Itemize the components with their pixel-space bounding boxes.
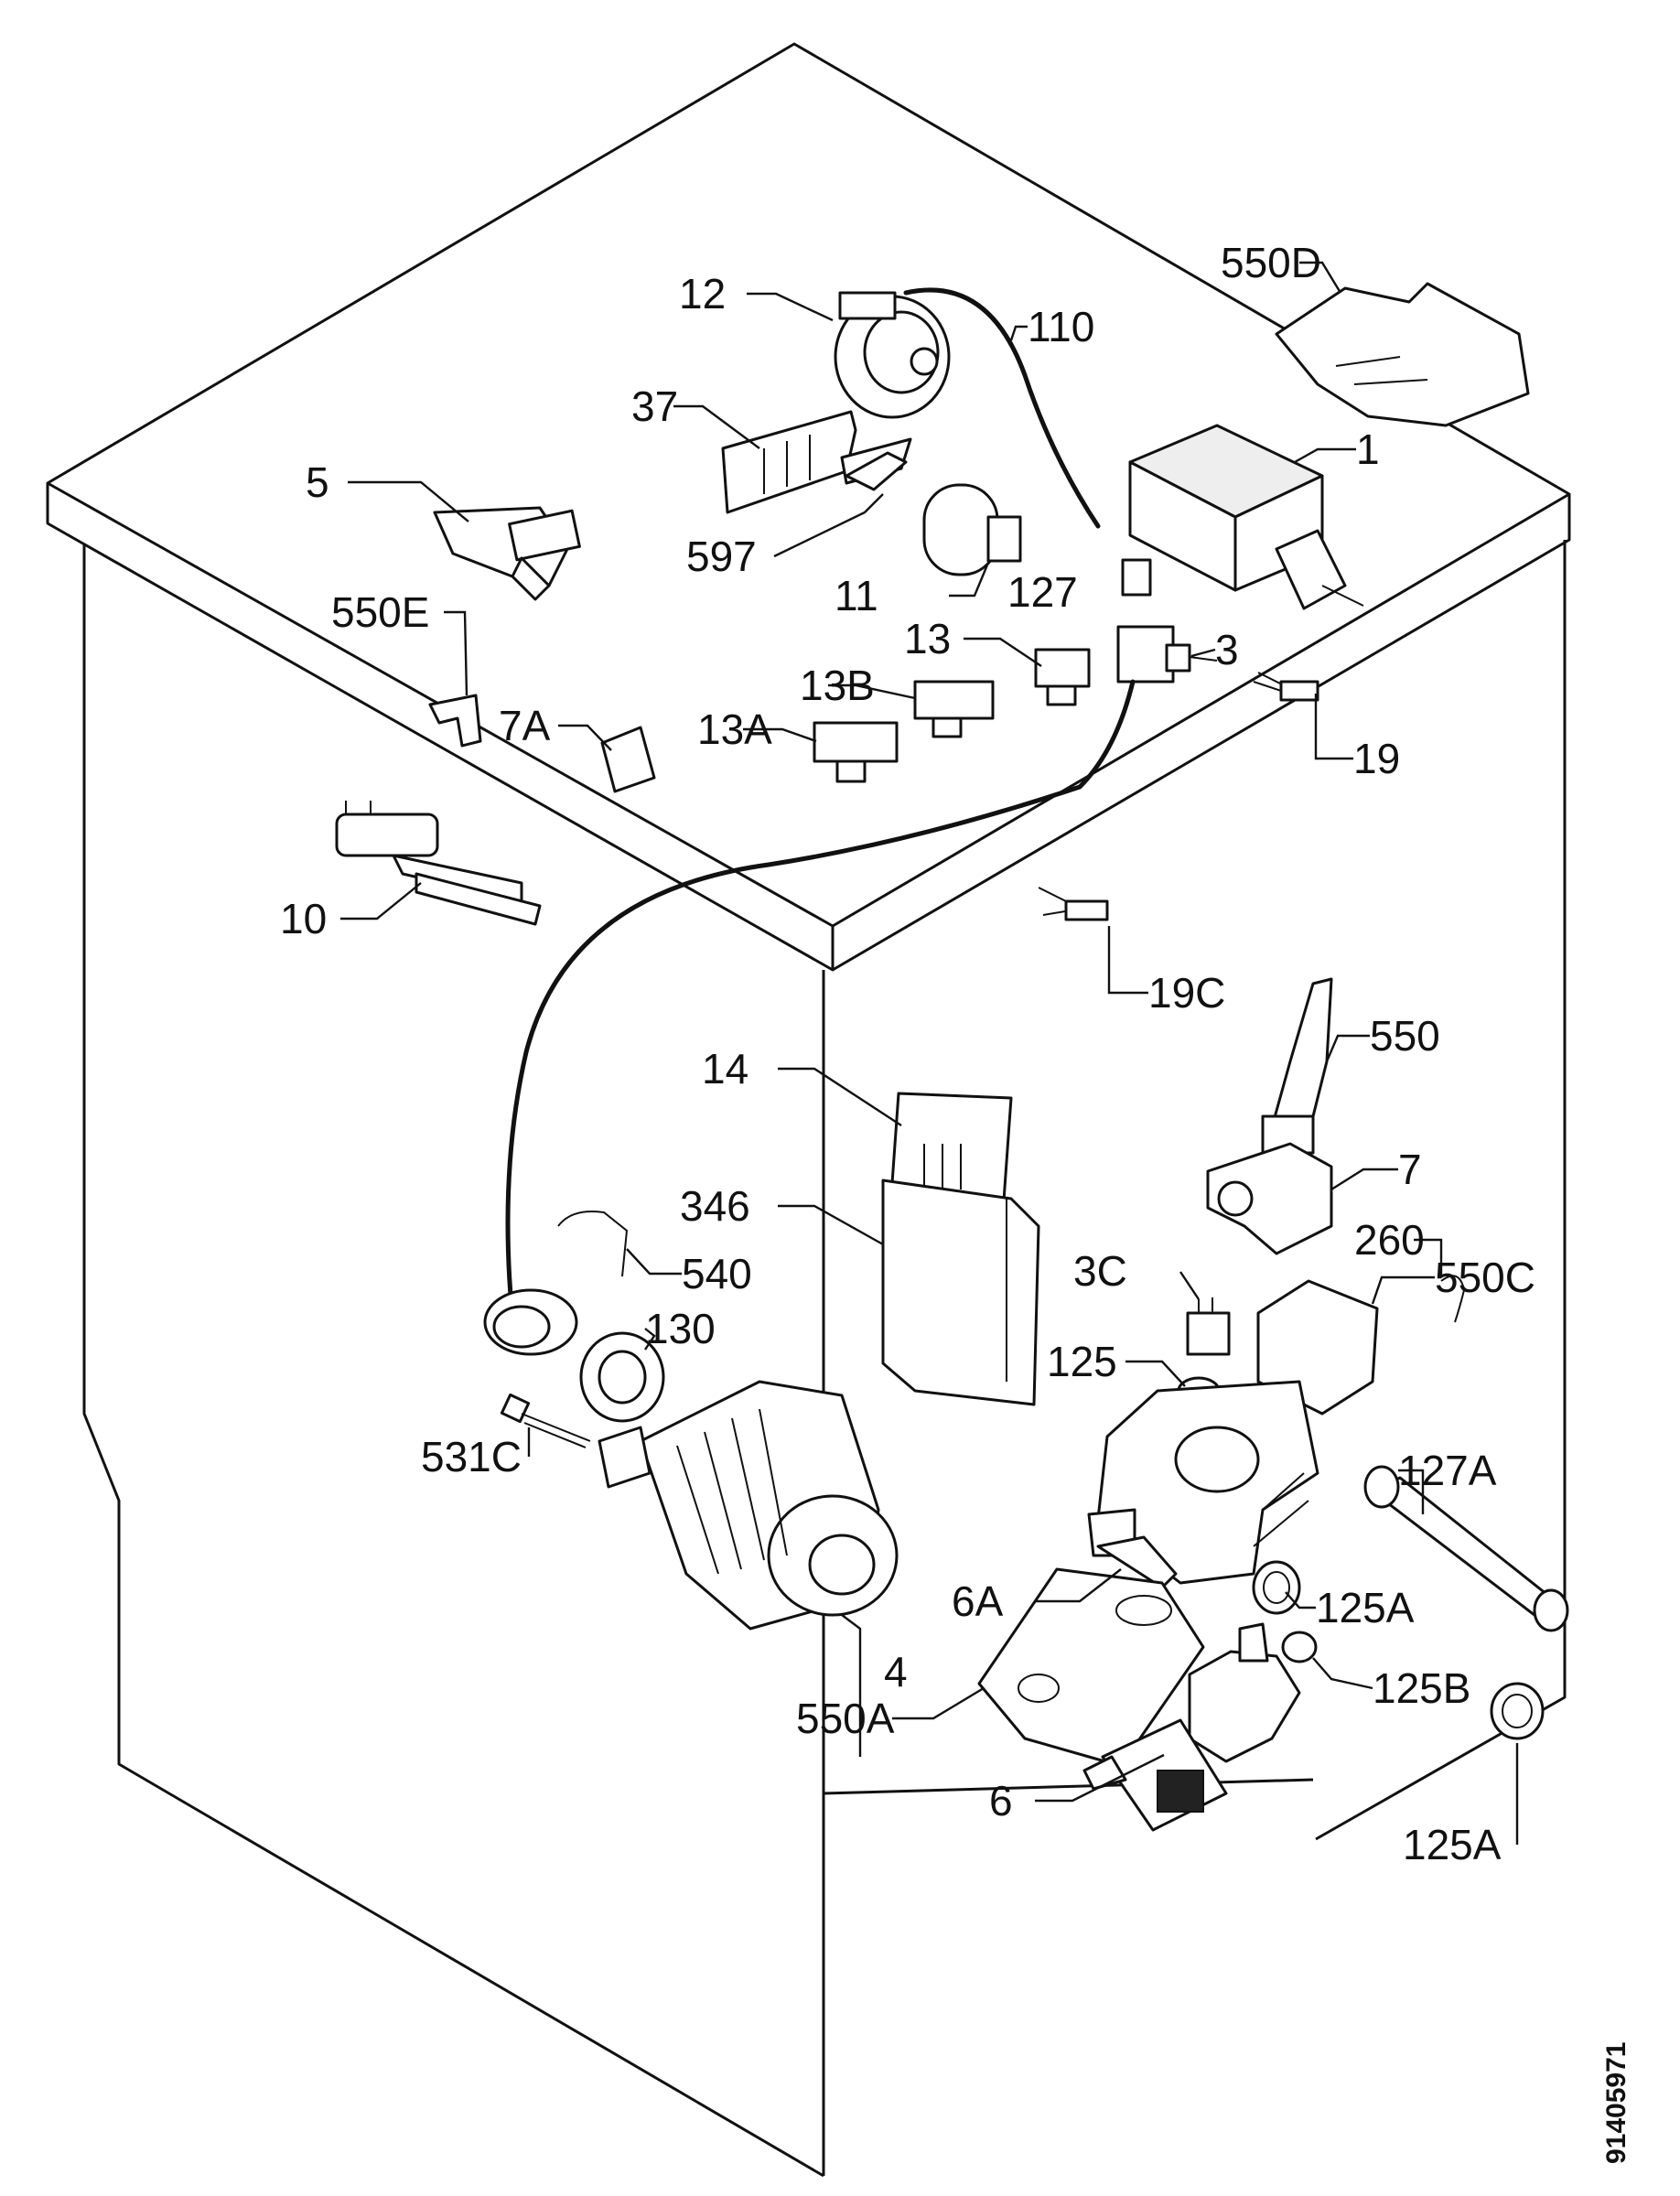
- label-550c: 550C: [1435, 1254, 1535, 1301]
- label-550a: 550A: [796, 1695, 895, 1742]
- label-260: 260: [1354, 1216, 1425, 1264]
- label-11: 11: [835, 572, 878, 619]
- part-19c-sensor: [1038, 887, 1109, 921]
- part-13-connector: [1034, 648, 1091, 706]
- label-125a-lower: 125A: [1403, 1821, 1502, 1868]
- part-550d-cover-plate: [1275, 282, 1530, 427]
- label-13a: 13A: [697, 705, 772, 753]
- part-11-capacitor: [922, 483, 1022, 576]
- leader-lines: [340, 261, 1519, 1845]
- part-19-sensor: [1253, 672, 1319, 702]
- part-550-lever: [1261, 977, 1333, 1155]
- part-125b-ring: [1281, 1631, 1318, 1663]
- part-130-seal: [579, 1331, 665, 1423]
- label-3c: 3C: [1073, 1247, 1127, 1295]
- part-346-filter-box: [881, 1179, 1040, 1406]
- callout-labels: 1 3 3C 4 5 6 6A 7 7A 10 11 12 13 13A 13B…: [280, 239, 1535, 1868]
- part-125a-seal-upper: [1252, 1560, 1301, 1615]
- label-13b: 13B: [800, 662, 875, 709]
- part-550c-cover: [1256, 1279, 1379, 1416]
- label-7: 7: [1398, 1146, 1422, 1193]
- label-7a: 7A: [499, 702, 551, 749]
- label-540: 540: [682, 1250, 752, 1297]
- label-127a: 127A: [1398, 1447, 1497, 1494]
- part-12-programme-knob: [834, 291, 951, 419]
- label-12: 12: [679, 270, 726, 318]
- part-1-timer: [1128, 424, 1364, 610]
- part-5-inlet-valve: [433, 506, 581, 601]
- label-6: 6: [989, 1777, 1013, 1825]
- label-5: 5: [306, 458, 329, 506]
- part-grommet: [483, 1288, 578, 1356]
- label-1: 1: [1356, 425, 1380, 473]
- label-10: 10: [280, 895, 327, 942]
- label-6a: 6A: [952, 1577, 1004, 1625]
- part-110-hose: [903, 287, 1101, 529]
- part-6a-bracket: [1096, 1535, 1178, 1589]
- part-7a-microswitch: [600, 726, 656, 793]
- part-597-clip: [845, 451, 908, 491]
- label-550: 550: [1370, 1012, 1440, 1060]
- part-127-bush: [1121, 558, 1152, 597]
- label-531c: 531C: [421, 1433, 522, 1480]
- label-13: 13: [904, 615, 951, 662]
- part-3c-pressure-switch: [1186, 1297, 1231, 1356]
- part-540-clip: [557, 1211, 629, 1277]
- label-3: 3: [1215, 626, 1239, 673]
- part-13b-connector: [913, 680, 995, 738]
- part-10-heating-element: [335, 801, 542, 926]
- part-4-motor: [598, 1380, 899, 1631]
- label-597: 597: [686, 533, 757, 580]
- label-125b: 125B: [1373, 1664, 1470, 1712]
- label-125a-upper: 125A: [1316, 1584, 1415, 1631]
- label-346: 346: [680, 1182, 750, 1230]
- label-127: 127: [1007, 568, 1078, 616]
- label-125: 125: [1047, 1338, 1117, 1385]
- label-4: 4: [884, 1648, 908, 1695]
- label-130: 130: [645, 1305, 716, 1352]
- part-125a-seal-lower: [1490, 1682, 1545, 1740]
- part-550e-bracket: [428, 694, 482, 748]
- part-531c-bolt: [500, 1393, 591, 1448]
- part-3-switch: [505, 625, 1218, 1320]
- part-7-door-lock: [1206, 1142, 1333, 1255]
- label-550e: 550E: [331, 588, 429, 636]
- label-550d: 550D: [1221, 239, 1321, 286]
- drawing-code: 91405971: [1601, 2042, 1632, 2164]
- part-260-spring: [1440, 1275, 1466, 1323]
- part-13a-connector: [813, 721, 899, 783]
- label-19: 19: [1353, 735, 1400, 782]
- part-6-drain-pump: [1082, 1622, 1301, 1832]
- label-110: 110: [1028, 303, 1094, 350]
- part-127a-hose: [1363, 1465, 1569, 1632]
- label-19c: 19C: [1148, 969, 1225, 1017]
- part-550a-cover: [977, 1567, 1205, 1768]
- label-14: 14: [702, 1045, 748, 1093]
- label-37: 37: [631, 382, 678, 430]
